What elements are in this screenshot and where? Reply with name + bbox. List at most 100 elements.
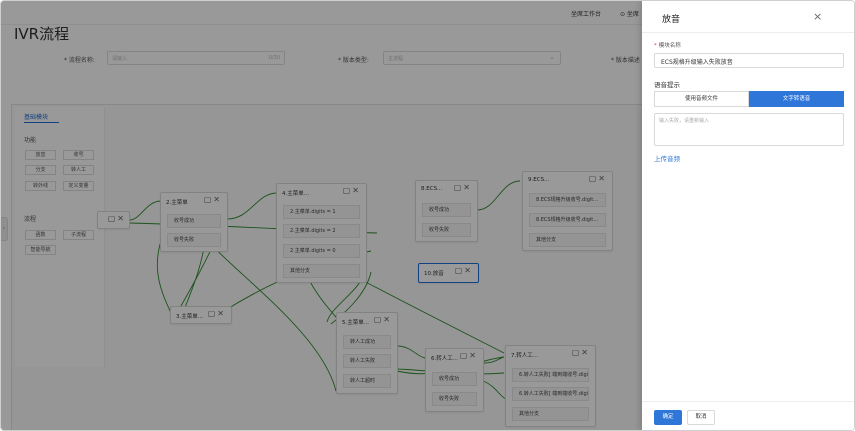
node-icons[interactable]: ▢✕ <box>572 348 590 357</box>
module-name-label: *模块名称 <box>654 41 681 49</box>
palette-button-play[interactable]: 放音 <box>25 150 56 160</box>
palette-section-function: 功能 <box>24 137 37 144</box>
node-icons[interactable]: ▢✕ <box>460 351 478 360</box>
chevron-down-icon: ⌄ <box>549 53 555 61</box>
close-icon[interactable]: ✕ <box>117 214 126 223</box>
flow-node-10[interactable]: 10.放音 ▢✕ <box>418 263 479 283</box>
confirm-button[interactable]: 确定 <box>654 410 682 425</box>
drawer-mask[interactable] <box>1 1 642 430</box>
palette-button-variable[interactable]: 定义变量 <box>63 181 94 191</box>
palette-button-subflow[interactable]: 子流程 <box>63 230 94 240</box>
tab-text-to-speech[interactable]: 文字转语音 <box>749 91 844 107</box>
node-start-icons[interactable]: ▢✕ <box>108 214 126 223</box>
node-icons[interactable]: ▢✕ <box>455 266 473 275</box>
node-branch-row[interactable]: 其他分支 <box>283 264 360 278</box>
node-branch-row[interactable]: 2.主菜单.digits = 1 <box>283 205 360 219</box>
close-icon[interactable]: ✕ <box>213 195 222 204</box>
flow-node-start[interactable]: ▢✕ <box>97 211 130 229</box>
edit-icon[interactable]: ▢ <box>107 214 118 223</box>
user-link[interactable]: ⊙ 坐席 <box>620 11 639 18</box>
palette-button-external[interactable]: 转外线 <box>25 181 56 191</box>
node-title: 6.转人工... <box>431 356 458 362</box>
collapse-handle[interactable]: ‹ <box>1 217 8 241</box>
edit-icon[interactable]: ▢ <box>453 183 464 192</box>
flow-node-9[interactable]: 9.ECS... ▢✕ 8.ECS规格升级收号.digit... 8.ECS规格… <box>522 171 613 251</box>
node-icons[interactable]: ▢✕ <box>454 183 472 192</box>
close-icon[interactable]: ✕ <box>464 266 473 275</box>
required-mark: * <box>654 43 657 49</box>
node-branch-row[interactable]: 6.转人工失败[ 端到端收号.digi... <box>512 387 589 401</box>
node-title: 10.放音 <box>424 271 444 277</box>
flow-node-5[interactable]: 5.主菜单... ▢✕ 转人工成功 转人工失败 转人工超时 <box>336 312 398 394</box>
close-icon[interactable]: ✕ <box>463 183 472 192</box>
tts-textarea[interactable]: 输入失败，请重新输入 <box>654 113 844 146</box>
link-n5-n6 <box>396 345 426 359</box>
close-icon[interactable]: ✕ <box>383 315 392 324</box>
module-name-input[interactable]: ECS规格升级输入失败放音 <box>654 53 844 68</box>
node-branch-row[interactable]: 转人工失败 <box>343 354 391 368</box>
node-branch-row[interactable]: 其他分支 <box>529 233 606 247</box>
edit-icon[interactable]: ▢ <box>454 266 465 275</box>
node-branch-row[interactable]: 其他分支 <box>512 407 589 421</box>
palette-button-transfer[interactable]: 转人工 <box>63 165 94 175</box>
palette-button-function[interactable]: 函数 <box>25 230 56 240</box>
node-branch-row[interactable]: 收号成功 <box>422 203 471 217</box>
close-icon[interactable]: ✕ <box>581 348 590 357</box>
link-n8-n9 <box>476 180 521 211</box>
node-icons[interactable]: ▢✕ <box>374 315 392 324</box>
palette-button-smartnav[interactable]: 智能导航 <box>25 245 56 255</box>
version-desc-label: * 版本描述 <box>611 57 640 64</box>
flow-node-7[interactable]: 7.转人工... ▢✕ 6.转人工失败[ 端到端收号.digi... 6.转人工… <box>505 345 596 427</box>
close-icon[interactable]: × <box>813 10 823 23</box>
node-icons[interactable]: ▢✕ <box>204 195 222 204</box>
node-branch-row[interactable]: 转人工成功 <box>343 335 391 349</box>
node-icons[interactable]: ▢✕ <box>343 186 361 195</box>
node-icons[interactable]: ▢✕ <box>208 309 226 318</box>
edit-icon[interactable]: ▢ <box>342 186 353 195</box>
flow-name-placeholder: 请输入 <box>112 56 128 62</box>
palette-tab-basic[interactable]: 基础模块 <box>24 114 49 121</box>
module-palette: 基础模块 功能 放音 收号 分支 转人工 转外线 定义变量 流程 函数 子流程 … <box>15 107 105 367</box>
flow-node-4[interactable]: 4.主菜单... ▢✕ 2.主菜单.digits = 1 2.主菜单.digit… <box>276 183 367 283</box>
workspace-link[interactable]: 坐席工作台 <box>571 11 602 18</box>
node-branch-row[interactable]: 2.主菜单.digits = 0 <box>283 244 360 258</box>
node-branch-row[interactable]: 8.ECS规格升级收号.digit... <box>529 213 606 227</box>
close-icon[interactable]: ✕ <box>352 186 361 195</box>
node-branch-row[interactable]: 收号成功 <box>167 214 221 228</box>
edit-icon[interactable]: ▢ <box>459 351 470 360</box>
flow-node-6[interactable]: 6.转人工... ▢✕ 收号成功 收号失败 <box>425 348 484 412</box>
cancel-button[interactable]: 取消 <box>687 410 715 425</box>
edit-icon[interactable]: ▢ <box>203 195 214 204</box>
node-branch-row[interactable]: 转人工超时 <box>343 374 391 388</box>
node-branch-row[interactable]: 8.ECS规格升级收号.digit... <box>529 193 606 207</box>
close-icon[interactable]: ✕ <box>217 309 226 318</box>
flow-node-8[interactable]: 8.ECS... ▢✕ 收号成功 收号失败 <box>415 180 478 242</box>
palette-section-flow: 流程 <box>24 216 37 223</box>
node-branch-row[interactable]: 2.主菜单.digits = 2 <box>283 224 360 238</box>
node-title: 5.主菜单... <box>342 320 369 326</box>
node-branch-row[interactable]: 收号失败 <box>167 233 221 247</box>
node-branch-row[interactable]: 收号失败 <box>432 392 477 406</box>
version-type-select[interactable]: 主流程 ⌄ <box>383 51 561 65</box>
close-icon[interactable]: ✕ <box>469 351 478 360</box>
node-icons[interactable]: ▢✕ <box>589 174 607 183</box>
node-branch-row[interactable]: 收号成功 <box>432 372 477 386</box>
palette-button-collect[interactable]: 收号 <box>63 150 94 160</box>
edit-icon[interactable]: ▢ <box>373 315 384 324</box>
edit-icon[interactable]: ▢ <box>588 174 599 183</box>
palette-button-branch[interactable]: 分支 <box>25 165 56 175</box>
upload-audio-link[interactable]: 上传音频 <box>654 155 680 163</box>
node-branch-row[interactable]: 6.转人工失败[ 端到端收号.digi... <box>512 368 589 382</box>
tab-audio-file[interactable]: 使用音频文件 <box>654 91 749 107</box>
close-icon[interactable]: ✕ <box>598 174 607 183</box>
node-title: 9.ECS... <box>528 177 550 183</box>
flow-node-2[interactable]: 2.主菜单 ▢✕ 收号成功 收号失败 <box>160 192 228 252</box>
node-title: 8.ECS... <box>421 186 443 192</box>
drawer-title: 放音 <box>662 15 681 25</box>
flow-name-input[interactable]: 请输入 0/30 <box>107 51 285 65</box>
node-branch-row[interactable]: 收号失败 <box>422 223 471 237</box>
edit-icon[interactable]: ▢ <box>207 309 218 318</box>
flow-node-3[interactable]: 3.主菜单... ▢✕ <box>170 306 232 324</box>
edit-icon[interactable]: ▢ <box>571 348 582 357</box>
